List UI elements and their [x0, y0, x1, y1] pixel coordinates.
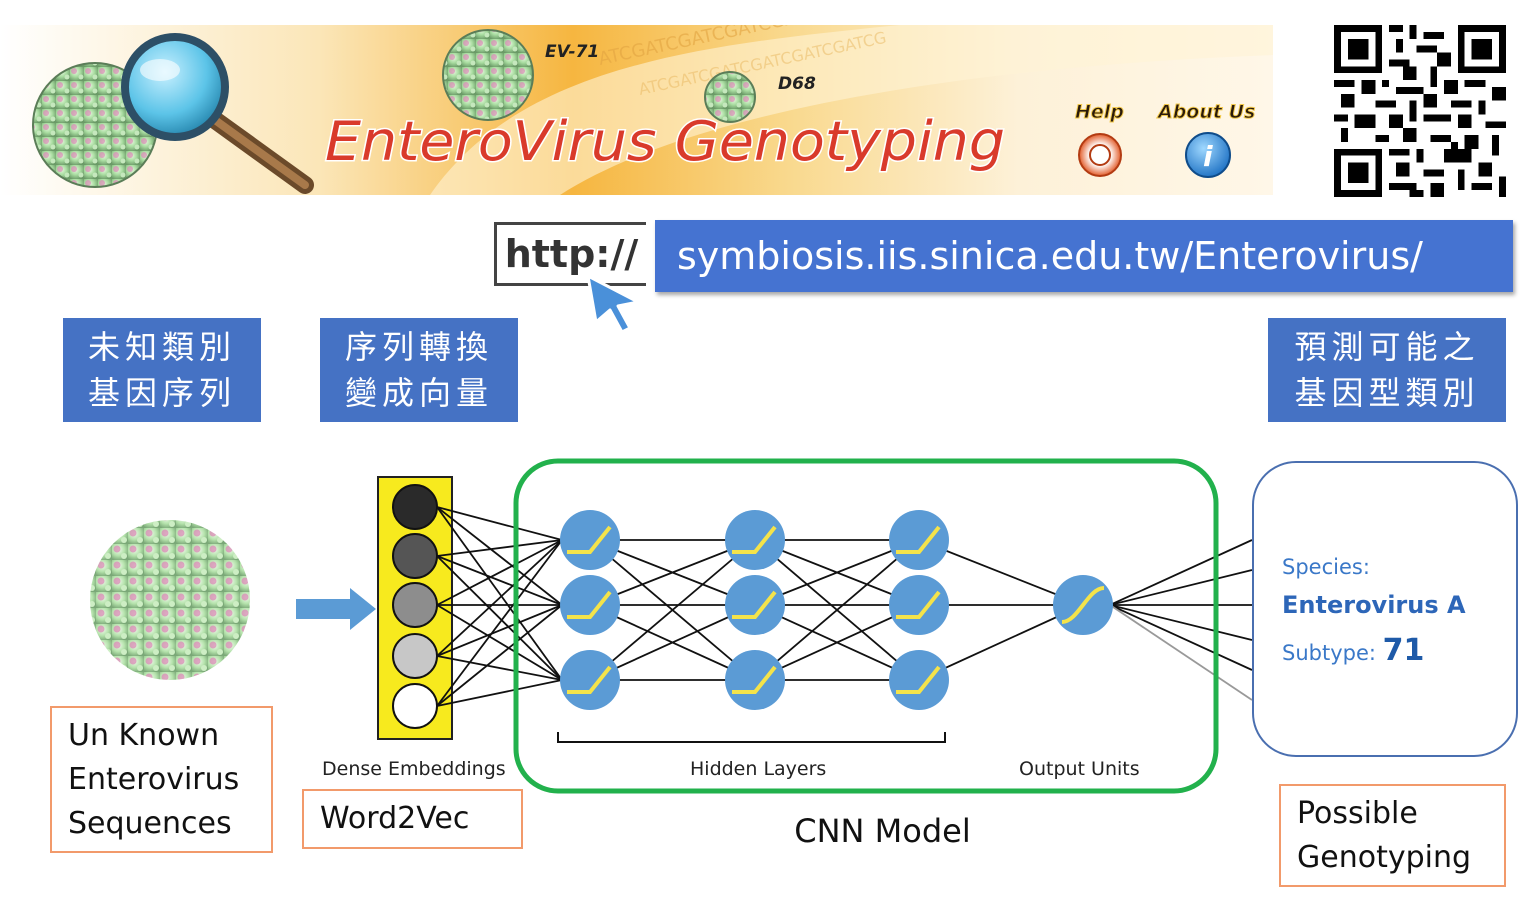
subtype-label: Subtype:: [1282, 641, 1376, 665]
ev71-virus-icon: [442, 29, 534, 121]
relu-neuron-icon: [725, 510, 785, 570]
word2vec-label: Word2Vec: [320, 801, 470, 836]
prediction-result-box: Species: Enterovirus A Subtype: 71: [1252, 461, 1518, 757]
relu-neuron-icon: [889, 650, 949, 710]
banner: ATCGATCGATCGATCGATCGATCG ATCGATCGATCGATC…: [0, 25, 1273, 195]
unknown-cn-line2: 基因序列: [87, 374, 236, 412]
relu-neuron-icon: [560, 575, 620, 635]
relu-neuron-icon: [889, 510, 949, 570]
subtype-value: 71: [1382, 633, 1425, 668]
hidden-connections: [589, 539, 1084, 681]
input-arrow-icon: [296, 588, 376, 630]
possible-line1: Possible: [1297, 795, 1418, 831]
lifebuoy-icon[interactable]: [1078, 133, 1122, 177]
predict-cn-line1: 預測可能之: [1294, 328, 1480, 366]
word2vec-box: Word2Vec: [302, 789, 523, 849]
embedding-node: [392, 633, 438, 679]
dense-embeddings-label: Dense Embeddings: [322, 758, 506, 780]
url-address-link[interactable]: symbiosis.iis.sinica.edu.tw/Enterovirus/: [655, 220, 1513, 292]
about-us-label[interactable]: About Us: [1156, 101, 1256, 124]
unknown-en-line3: Sequences: [68, 805, 232, 841]
output-connections: [1109, 539, 1253, 701]
hidden-layer-3: [889, 510, 949, 710]
d68-label: D68: [778, 74, 816, 94]
sigmoid-output-neuron-icon: [1053, 575, 1113, 635]
embedding-node: [392, 484, 438, 530]
possible-line2: Genotyping: [1297, 839, 1472, 875]
url-prefix: http://: [494, 222, 646, 286]
unknown-cn-line1: 未知類別: [87, 328, 236, 366]
d68-virus-icon: [704, 71, 756, 123]
convert-cn-line1: 序列轉換: [344, 328, 493, 366]
cursor-arrow-icon: [586, 274, 640, 334]
banner-title: EnteroVirus Genotyping: [325, 110, 1005, 173]
species-value: Enterovirus A: [1282, 591, 1466, 619]
embedding-layer: [377, 476, 453, 740]
embedding-connections: [436, 506, 563, 707]
relu-neuron-icon: [560, 650, 620, 710]
relu-neuron-icon: [725, 575, 785, 635]
embedding-node: [392, 683, 438, 729]
hidden-layer-2: [725, 510, 785, 710]
subtype-row: Subtype: 71: [1282, 633, 1516, 668]
predict-cn-line2: 基因型類別: [1294, 374, 1480, 412]
convert-vector-cn-box: 序列轉換 變成向量: [320, 318, 518, 422]
virus-particle-icon: [90, 520, 250, 680]
hidden-layers-bracket: [557, 732, 946, 743]
cnn-model-frame: [513, 458, 1219, 794]
convert-cn-line2: 變成向量: [344, 374, 493, 412]
possible-genotyping-box: Possible Genotyping: [1279, 784, 1506, 887]
relu-neuron-icon: [889, 575, 949, 635]
unknown-sequences-box: Un Known Enterovirus Sequences: [50, 706, 273, 853]
species-label: Species:: [1282, 555, 1370, 579]
cnn-model-label: CNN Model: [794, 812, 971, 850]
hidden-layers-label: Hidden Layers: [690, 758, 827, 780]
hidden-layer-1: [560, 510, 620, 710]
unknown-en-line2: Enterovirus: [68, 761, 240, 797]
output-units-label: Output Units: [1019, 758, 1140, 780]
info-icon[interactable]: i: [1185, 132, 1231, 178]
embedding-node: [392, 533, 438, 579]
qr-code-icon[interactable]: [1325, 25, 1515, 197]
svg-text:i: i: [1203, 140, 1213, 173]
unknown-en-line1: Un Known: [68, 717, 220, 753]
predict-genotype-cn-box: 預測可能之 基因型類別: [1268, 318, 1506, 422]
unknown-sequence-cn-box: 未知類別 基因序列: [63, 318, 261, 422]
help-label[interactable]: Help: [1075, 101, 1125, 124]
ev71-label: EV-71: [545, 42, 599, 62]
embedding-node: [392, 582, 438, 628]
magnifying-glass-icon: [32, 33, 314, 194]
cnn-diagram: [90, 458, 1253, 794]
relu-neuron-icon: [725, 650, 785, 710]
relu-neuron-icon: [560, 510, 620, 570]
